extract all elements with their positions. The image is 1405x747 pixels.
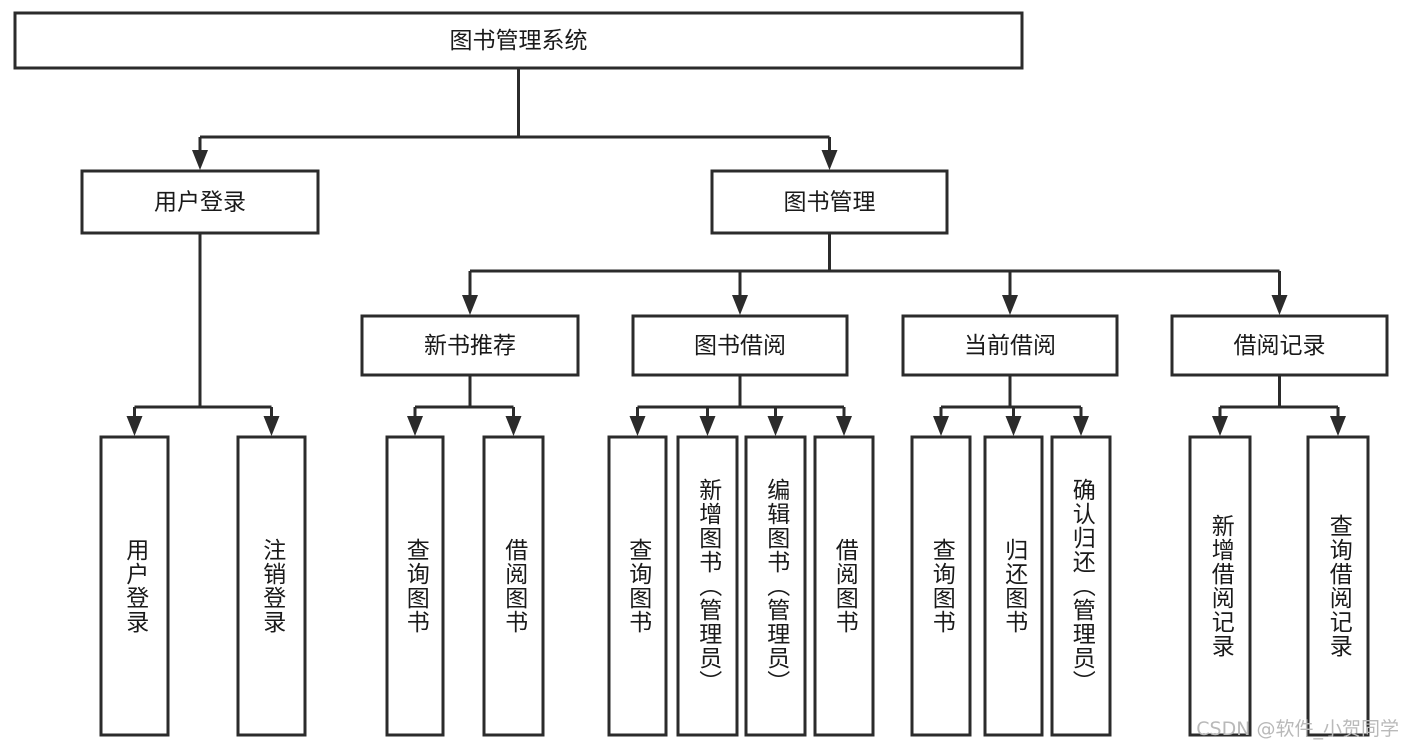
- arrow-head-icon: [505, 416, 522, 436]
- node-box-leaf-7[interactable]: [813, 435, 875, 737]
- arrow-head-icon: [263, 416, 280, 436]
- arrow-head-icon: [629, 416, 646, 436]
- csdn-watermark: CSDN @软件_小贺同学: [1196, 718, 1399, 740]
- node-box-level3-2[interactable]: [901, 314, 1119, 377]
- node-box-level2-0[interactable]: [80, 169, 320, 235]
- node-box-leaf-8[interactable]: [910, 435, 972, 737]
- arrow-head-icon: [732, 295, 748, 315]
- node-box-leaf-4[interactable]: [607, 435, 668, 737]
- node-box-leaf-0[interactable]: [99, 435, 170, 737]
- arrow-head-icon: [192, 150, 208, 170]
- node-box-leaf-11[interactable]: [1188, 435, 1252, 737]
- node-label-level2-0: 用户登录: [154, 190, 246, 216]
- node-label-level3-2: 当前借阅: [964, 333, 1056, 359]
- arrow-head-icon: [462, 295, 478, 315]
- node-label-root: 图书管理系统: [450, 28, 588, 54]
- node-label-level3-1: 图书借阅: [694, 333, 786, 359]
- node-box-leaf-2[interactable]: [385, 435, 445, 737]
- arrow-head-icon: [1271, 295, 1288, 315]
- arrow-head-icon: [407, 416, 423, 436]
- node-box-leaf-3[interactable]: [482, 435, 545, 737]
- node-box-level3-0[interactable]: [360, 314, 580, 377]
- node-boxes: [13, 11, 1389, 737]
- node-box-leaf-10[interactable]: [1050, 435, 1112, 737]
- arrow-head-icon: [699, 416, 716, 436]
- node-label-level2-1: 图书管理: [784, 190, 876, 216]
- arrow-head-icon: [1002, 295, 1018, 315]
- arrow-head-icon: [1073, 416, 1089, 436]
- node-label-level3-0: 新书推荐: [424, 333, 516, 359]
- node-label-level3-3: 借阅记录: [1234, 333, 1326, 359]
- node-box-leaf-6[interactable]: [744, 435, 807, 737]
- arrow-head-icon: [1212, 416, 1228, 436]
- node-box-level2-1[interactable]: [710, 169, 949, 235]
- arrow-head-icon: [836, 416, 852, 436]
- arrow-head-icon: [821, 150, 838, 170]
- node-box-leaf-1[interactable]: [236, 435, 307, 737]
- node-box-leaf-12[interactable]: [1306, 435, 1370, 737]
- node-box-level3-3[interactable]: [1170, 314, 1389, 377]
- node-box-level3-1[interactable]: [631, 314, 849, 377]
- node-box-leaf-9[interactable]: [983, 435, 1044, 737]
- arrow-head-icon: [1330, 416, 1346, 436]
- arrow-head-icon: [126, 416, 143, 436]
- arrow-head-icon: [1005, 416, 1022, 436]
- connector-lines: [126, 68, 1346, 436]
- arrow-head-icon: [767, 416, 784, 436]
- arrow-head-icon: [933, 416, 949, 436]
- node-box-root[interactable]: [13, 11, 1024, 70]
- node-box-leaf-5[interactable]: [676, 435, 739, 737]
